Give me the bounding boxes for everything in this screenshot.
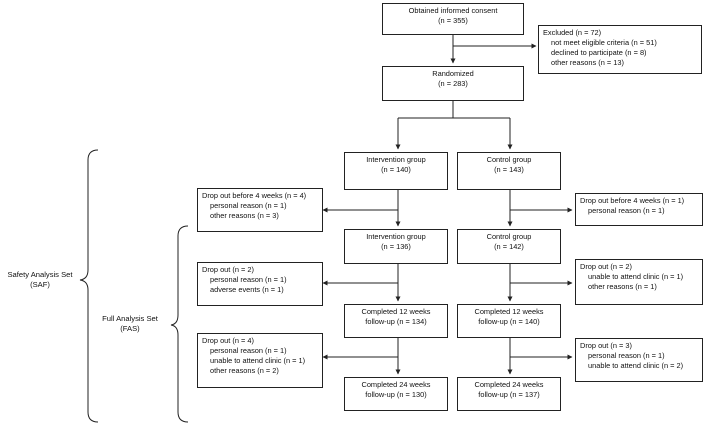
box-line: Completed 12 weeks <box>361 307 431 316</box>
box-line: Drop out (n = 2) <box>202 265 254 274</box>
box-line: other reasons (n = 13) <box>551 57 624 67</box>
control-group-box-1: Control group (n = 143) <box>457 152 561 190</box>
completed-12w-control-box: Completed 12 weeks follow-up (n = 140) <box>457 304 561 338</box>
box-line: unable to attend clinic (n = 1) <box>588 271 684 281</box>
saf-brace <box>79 149 99 423</box>
saf-label-line: (SAF) <box>30 280 50 290</box>
box-line: Excluded (n = 72) <box>543 28 602 37</box>
control-group-box-2: Control group (n = 142) <box>457 229 561 264</box>
consent-box: Obtained informed consent (n = 355) <box>382 3 524 35</box>
box-line: Completed 24 weeks <box>361 380 431 389</box>
box-line: not meet eligible criteria (n = 51) <box>551 37 657 47</box>
box-line: declined to participate (n = 8) <box>551 47 647 57</box>
box-line: personal reason (n = 1) <box>210 345 287 355</box>
box-line: Randomized <box>432 69 474 78</box>
box-line: unable to attend clinic (n = 2) <box>588 360 684 370</box>
intervention-group-box-2: Intervention group (n = 136) <box>344 229 448 264</box>
intervention-group-box-1: Intervention group (n = 140) <box>344 152 448 190</box>
box-line: (n = 140) <box>381 164 411 174</box>
box-line: follow-up (n = 134) <box>365 316 427 326</box>
dropout-control-24w-box: Drop out (n = 3) personal reason (n = 1)… <box>575 338 703 382</box>
completed-24w-control-box: Completed 24 weeks follow-up (n = 137) <box>457 377 561 411</box>
excluded-box: Excluded (n = 72) not meet eligible crit… <box>538 25 702 74</box>
box-line: Drop out (n = 4) <box>202 336 254 345</box>
box-line: Intervention group <box>366 155 426 164</box>
box-line: (n = 142) <box>494 241 524 251</box>
box-line: unable to attend clinic (n = 1) <box>210 355 306 365</box>
fas-brace <box>170 225 189 423</box>
box-line: personal reason (n = 1) <box>588 205 665 215</box>
box-line: Control group <box>486 155 532 164</box>
box-line: Intervention group <box>366 232 426 241</box>
saf-label: Safety Analysis Set (SAF) <box>2 270 78 291</box>
box-line: (n = 136) <box>381 241 411 251</box>
saf-label-line: Safety Analysis Set <box>7 270 73 279</box>
box-line: personal reason (n = 1) <box>210 274 287 284</box>
dropout-intervention-4w-box: Drop out before 4 weeks (n = 4) personal… <box>197 188 323 232</box>
box-line: (n = 355) <box>438 15 468 25</box>
fas-label-line: Full Analysis Set <box>102 314 158 323</box>
dropout-intervention-24w-box: Drop out (n = 4) personal reason (n = 1)… <box>197 333 323 388</box>
box-line: other reasons (n = 2) <box>210 365 279 375</box>
box-line: (n = 143) <box>494 164 524 174</box>
box-line: (n = 283) <box>438 78 468 88</box>
randomized-box: Randomized (n = 283) <box>382 66 524 101</box>
fas-label-line: (FAS) <box>120 324 140 334</box>
box-line: Completed 24 weeks <box>474 380 544 389</box>
box-line: Completed 12 weeks <box>474 307 544 316</box>
box-line: adverse events (n = 1) <box>210 284 284 294</box>
completed-24w-intervention-box: Completed 24 weeks follow-up (n = 130) <box>344 377 448 411</box>
box-line: Control group <box>486 232 532 241</box>
fas-label: Full Analysis Set (FAS) <box>92 314 168 335</box>
box-line: Drop out (n = 3) <box>580 341 632 350</box>
box-line: follow-up (n = 137) <box>478 389 540 399</box>
dropout-intervention-12w-box: Drop out (n = 2) personal reason (n = 1)… <box>197 262 323 306</box>
completed-12w-intervention-box: Completed 12 weeks follow-up (n = 134) <box>344 304 448 338</box>
box-line: Drop out before 4 weeks (n = 4) <box>202 191 307 200</box>
dropout-control-12w-box: Drop out (n = 2) unable to attend clinic… <box>575 259 703 305</box>
box-line: follow-up (n = 130) <box>365 389 427 399</box>
box-line: other reasons (n = 1) <box>588 281 657 291</box>
box-line: personal reason (n = 1) <box>210 200 287 210</box>
dropout-control-4w-box: Drop out before 4 weeks (n = 1) personal… <box>575 193 703 226</box>
box-line: other reasons (n = 3) <box>210 210 279 220</box>
box-line: follow-up (n = 140) <box>478 316 540 326</box>
box-line: Drop out before 4 weeks (n = 1) <box>580 196 685 205</box>
box-line: personal reason (n = 1) <box>588 350 665 360</box>
box-line: Drop out (n = 2) <box>580 262 632 271</box>
box-line: Obtained informed consent <box>408 6 498 15</box>
